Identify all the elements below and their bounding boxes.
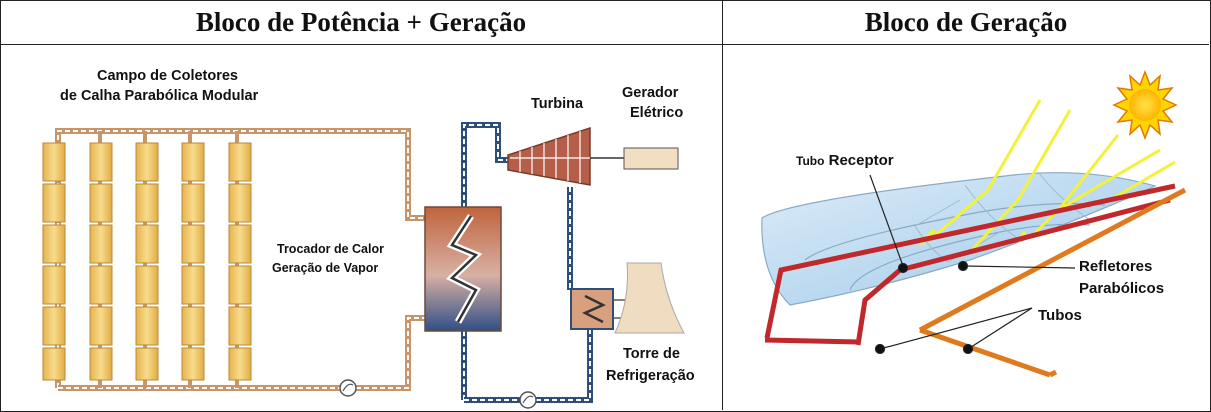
generator-label-line1: Gerador	[622, 85, 679, 101]
heat-exchanger	[424, 206, 502, 332]
pump-water-loop	[519, 391, 537, 409]
feed-tubes	[918, 187, 1187, 378]
condenser	[570, 288, 625, 330]
collector-field	[42, 142, 252, 381]
electric-generator	[623, 147, 679, 170]
collector-column-3	[135, 142, 159, 381]
exchanger-label-line1: Trocador de Calor	[277, 242, 384, 256]
collector-column-2	[89, 142, 113, 381]
receiver-tubes	[764, 183, 1176, 346]
receiver-tube-label: Tubo Receptor	[796, 152, 894, 169]
tubes-label: Tubos	[1038, 307, 1082, 324]
collector-column-1	[42, 142, 66, 381]
power-block-diagram	[42, 122, 685, 409]
collector-column-4	[181, 142, 205, 381]
collector-column-5	[228, 142, 252, 381]
receiver-tube-label-main: Receptor	[828, 152, 894, 169]
cooling-tower	[614, 262, 685, 334]
pump-hot-loop	[339, 379, 357, 397]
receiver-tube-label-prefix: Tubo	[796, 154, 825, 168]
reflectors-label-line2: Parabólicos	[1079, 280, 1165, 297]
reflectors-label-line1: Refletores	[1079, 258, 1153, 275]
collector-field-label-line2: de Calha Parabólica Modular	[60, 88, 259, 104]
turbine	[507, 126, 591, 186]
leader-lines	[869, 174, 1076, 355]
turbine-label: Turbina	[531, 96, 584, 112]
panel-divider	[722, 0, 723, 410]
tower-label-line2: Refrigeração	[606, 368, 695, 384]
generator-label-line2: Elétrico	[630, 105, 684, 121]
tower-label-line1: Torre de	[623, 346, 680, 362]
collector-field-label-line1: Campo de Coletores	[97, 68, 238, 84]
exchanger-label-line2: Geração de Vapor	[272, 261, 379, 275]
right-panel-title: Bloco de Geração	[723, 0, 1209, 45]
sun-icon	[1112, 69, 1178, 141]
left-panel-title: Bloco de Potência + Geração	[0, 0, 722, 45]
